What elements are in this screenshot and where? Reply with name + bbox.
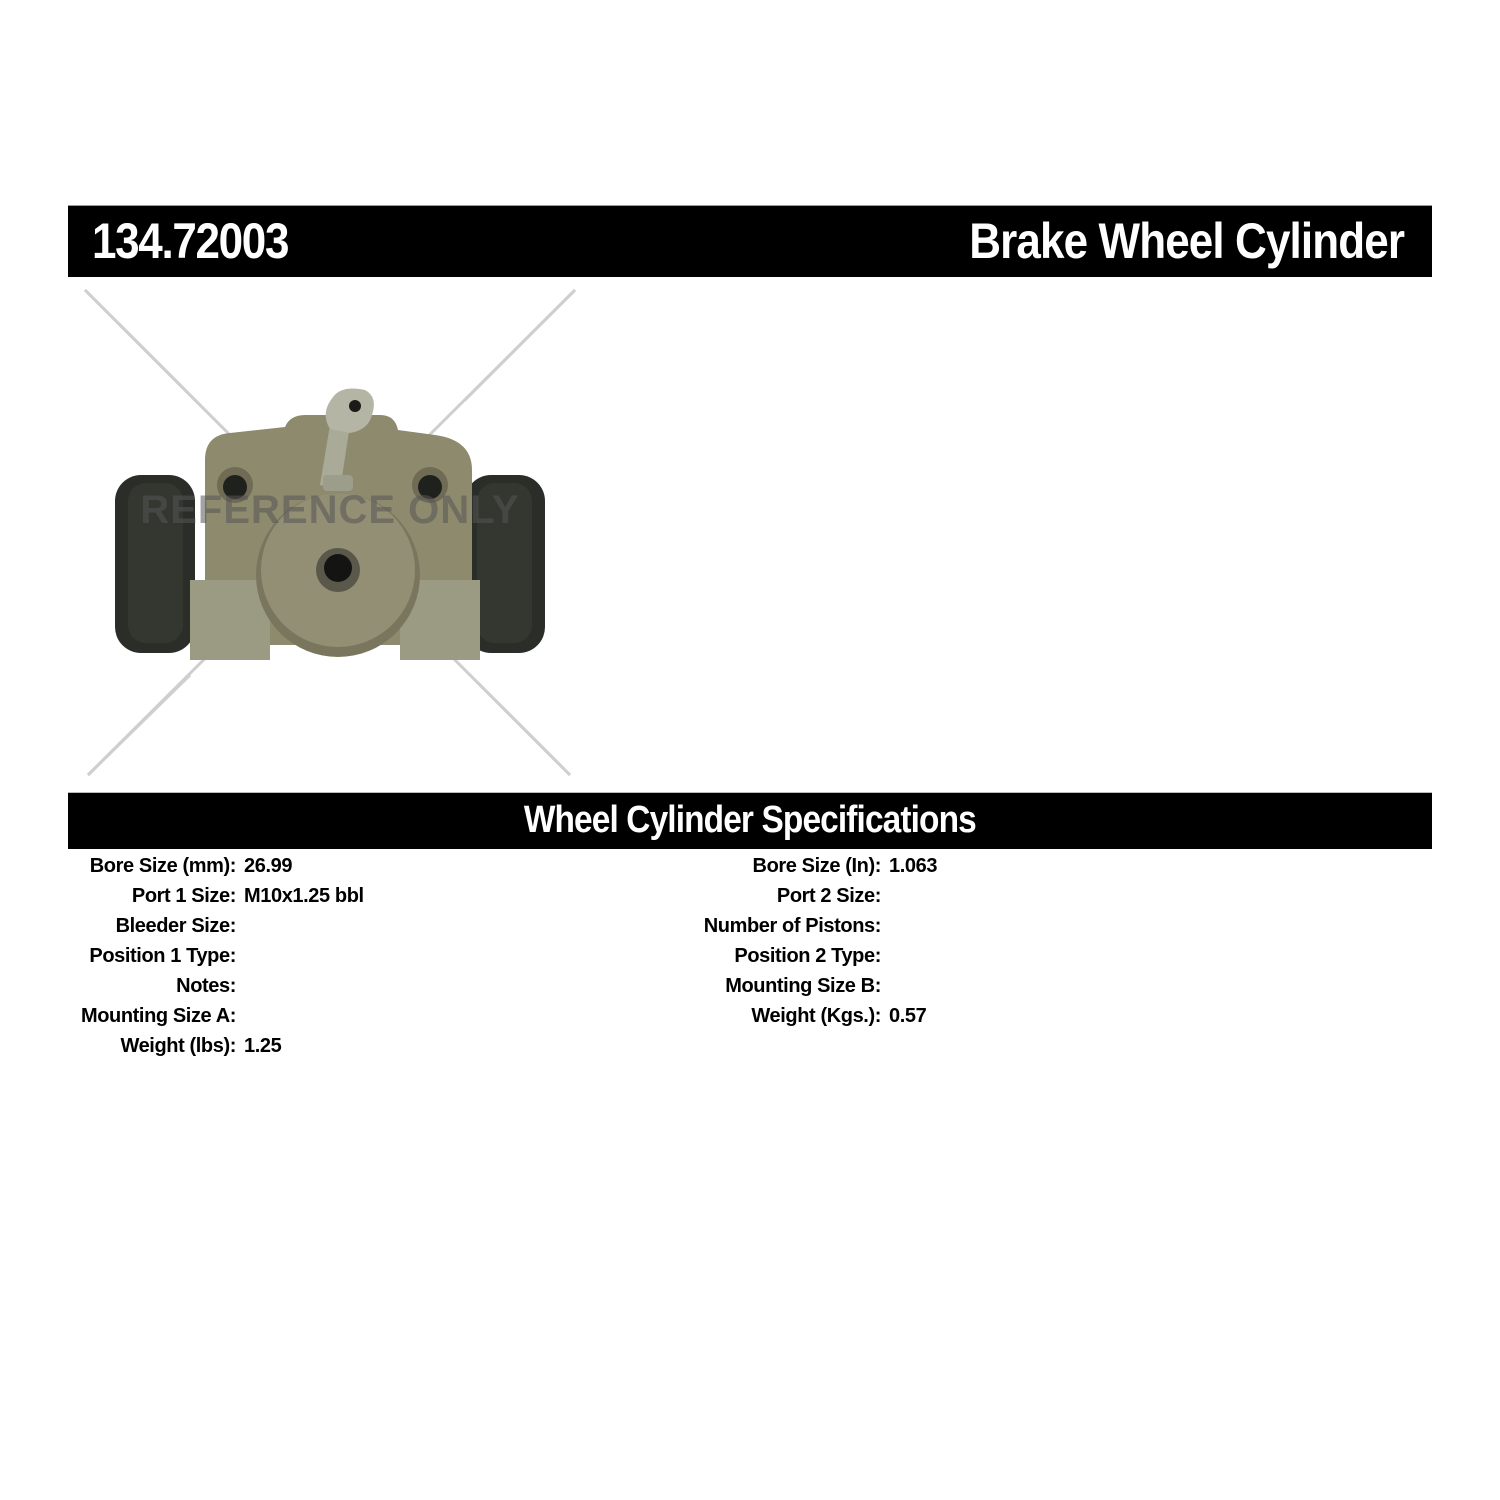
spec-row: Mounting Size A: [0,1002,1500,1032]
spec-row: Position 2 Type: [0,942,1500,972]
spec-label: Weight (Kgs.): [751,1005,881,1027]
spec-row: Bleeder Size: [0,912,1500,942]
spec-label: Bore Size (mm): [89,855,237,877]
mount-hole-right [418,475,442,499]
wheel-cylinder-illustration: REFERENCE ONLY [83,288,577,777]
spec-label: Mounting Size A: [80,1005,236,1027]
spec-row: Notes: [0,972,1500,1002]
spec-label: Weight (lbs): [120,1035,236,1057]
bleeder-fitting [325,388,374,433]
spec-label: Mounting Size B: [725,975,881,997]
spec-value: 1.063 [889,855,938,877]
spec-label: Notes: [176,975,236,997]
spec-row: Position 1 Type: [0,942,1500,972]
spec-label: Port 1 Size: [131,885,237,907]
spec-label: Position 2 Type: [734,945,881,967]
spec-value: 1.25 [244,1035,282,1057]
mount-hole-left [223,475,247,499]
spec-row: Weight (lbs): 1.25 [0,1032,1500,1062]
spec-row: Port 1 Size: M10x1.25 bbl [0,882,1500,912]
spec-label: Bore Size (In): [752,855,882,877]
reference-only-watermark: REFERENCE ONLY [140,488,519,532]
product-image: REFERENCE ONLY [80,285,580,785]
spec-value: 0.57 [889,1005,927,1027]
inlet-port [324,554,352,582]
spec-label: Number of Pistons: [703,915,882,937]
spec-value: 26.99 [244,855,293,877]
spec-row: Bore Size (mm): 26.99 [0,852,1500,882]
spec-section-header: Wheel Cylinder Specifications [68,792,1432,849]
spec-row: Weight (Kgs.): 0.57 [0,1002,1500,1032]
spec-column-left: Bore Size (mm): 26.99 Port 1 Size: M10x1… [0,852,1500,1062]
spec-row: Bore Size (In): 1.063 [0,852,1500,882]
spec-title: Wheel Cylinder Specifications [523,799,977,841]
spec-label: Bleeder Size: [115,915,237,937]
spec-column-right: Bore Size (In): 1.063 Port 2 Size: Numbe… [0,852,1500,1032]
spec-row: Port 2 Size: [0,882,1500,912]
spec-row: Number of Pistons: [0,912,1500,942]
spec-label: Port 2 Size: [776,885,882,907]
title-bar: 134.72003 Brake Wheel Cylinder [68,205,1432,277]
part-number: 134.72003 [92,213,289,269]
part-name: Brake Wheel Cylinder [969,213,1405,269]
spec-row: Mounting Size B: [0,972,1500,1002]
spec-value: M10x1.25 bbl [244,885,364,907]
spec-label: Position 1 Type: [89,945,236,967]
